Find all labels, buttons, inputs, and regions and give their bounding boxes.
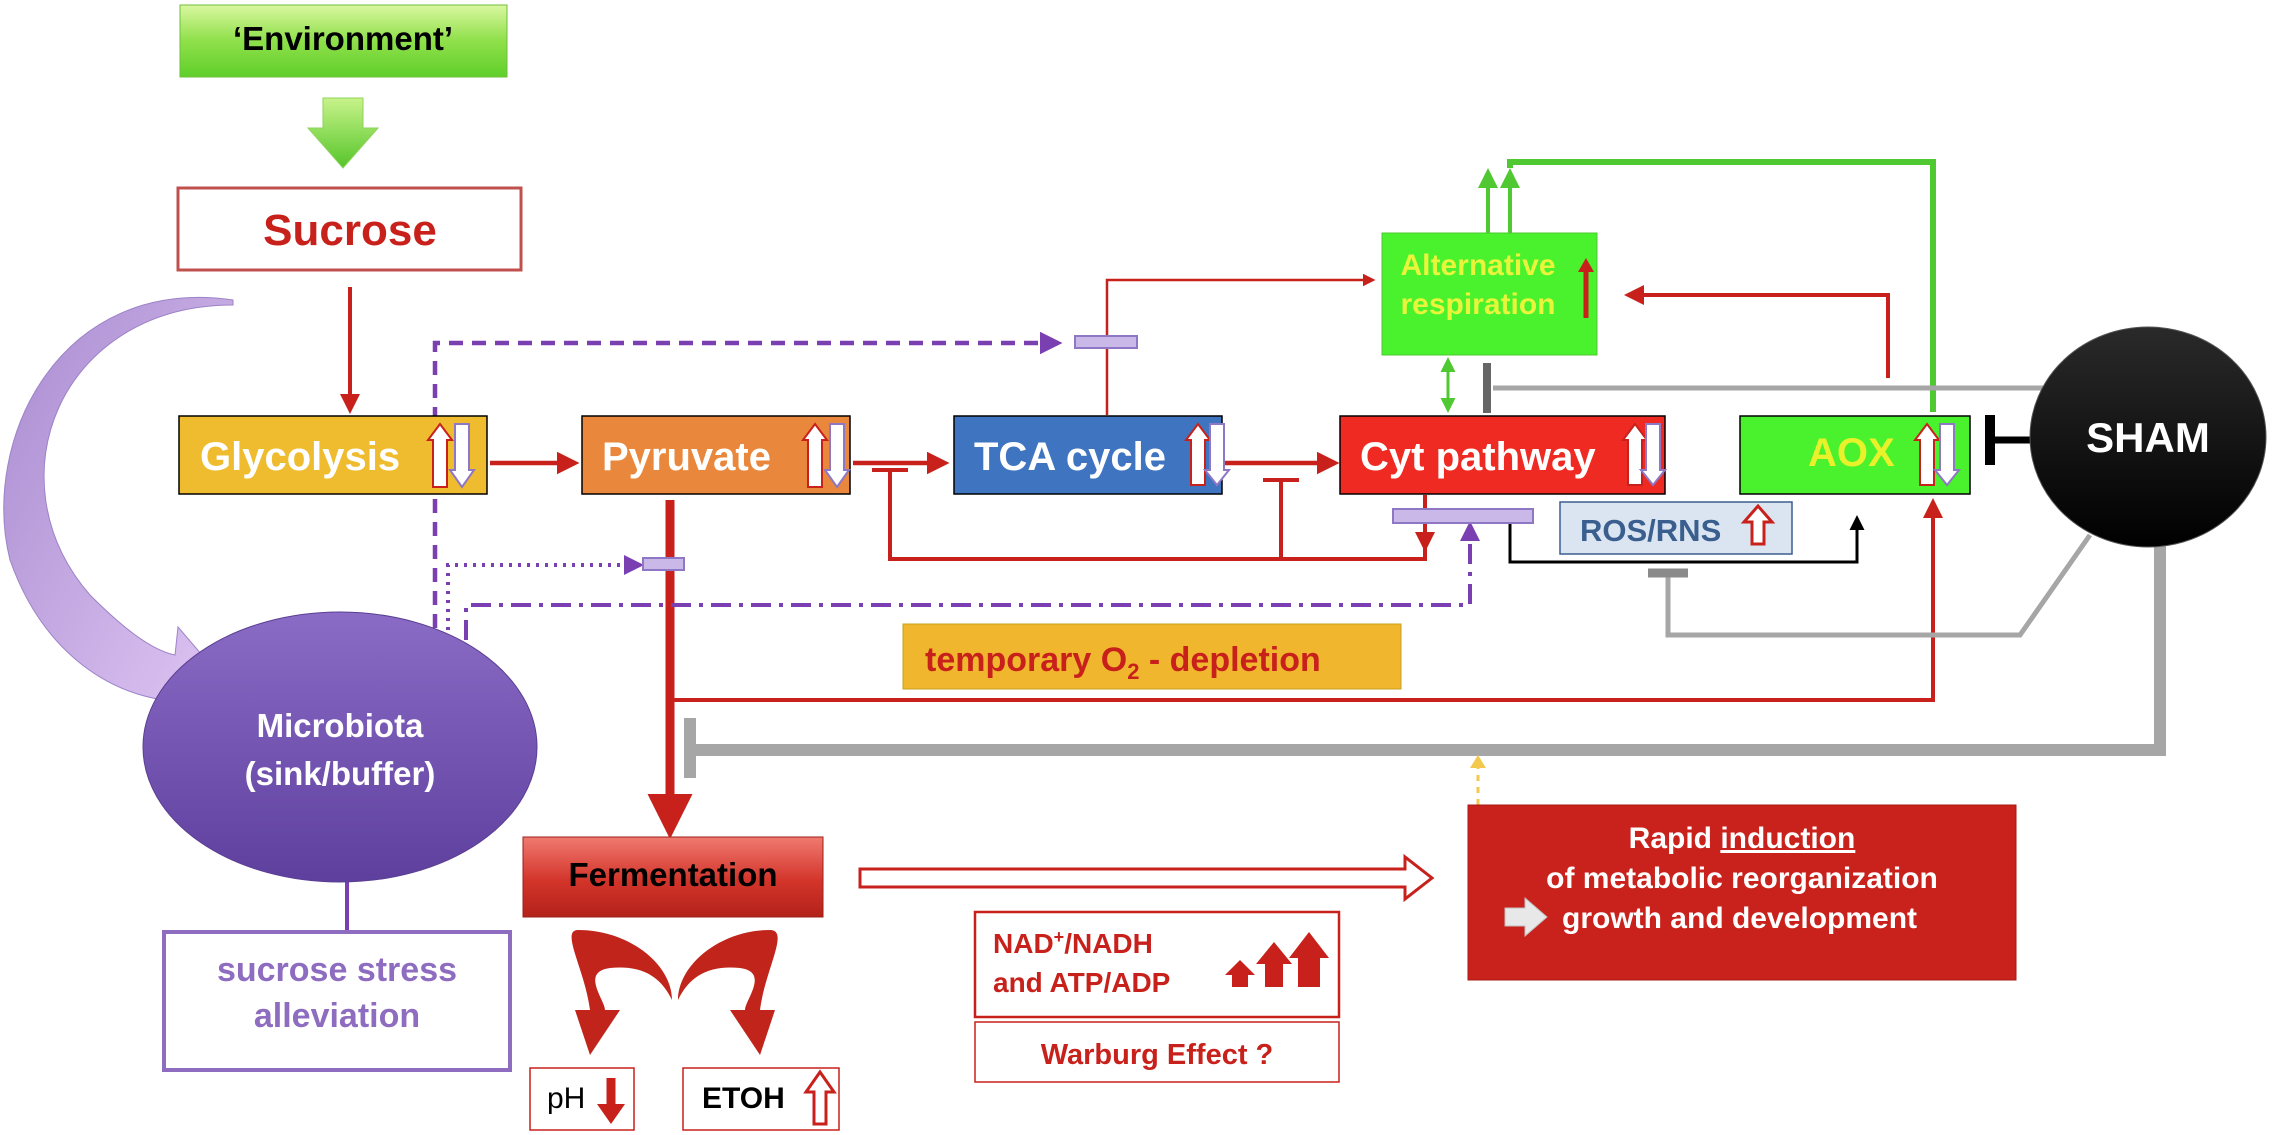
up-arrow-icon <box>803 1069 837 1126</box>
sucrose-stress-node: sucrose stress alleviation <box>162 930 512 1072</box>
purple-dotted-to-pyruvate-inhibitor <box>446 555 644 720</box>
purple-dashed-to-tca-inhibitor <box>432 331 1063 720</box>
sucrose-node: Sucrose <box>176 186 523 272</box>
increasing-up-arrows-icon <box>1225 932 1329 987</box>
pyruvate-node: Pyruvate <box>581 415 851 495</box>
arrow-fermentation-rapid <box>858 853 1435 903</box>
sham-inhibit-fermentation-line <box>690 545 2166 756</box>
up-arrow-icon <box>1740 503 1776 546</box>
arrow-tca-alternative <box>1105 273 1376 415</box>
aox-label: AOX <box>1808 431 1895 475</box>
up-down-arrows-icon <box>1184 422 1232 487</box>
warburg-label: Warburg Effect ? <box>1041 1039 1274 1071</box>
warburg-node: Warburg Effect ? <box>974 1021 1340 1083</box>
down-arrow-icon <box>597 1078 625 1124</box>
right-arrow-icon <box>1504 896 1548 938</box>
glycolysis-label: Glycolysis <box>200 435 400 479</box>
sham-label: SHAM <box>2086 414 2210 461</box>
connectors <box>3 159 2166 1055</box>
fermentation-node: Fermentation <box>522 836 824 918</box>
etoh-label: ETOH <box>702 1082 785 1115</box>
sham-inhibit-alt-bar <box>1481 361 1493 415</box>
o2-depletion-label: temporary O2 - depletion <box>925 641 1321 684</box>
up-down-arrows-icon <box>426 422 476 489</box>
inhibitor-pyruvate-fermentation <box>642 557 685 571</box>
cyt-pathway-label: Cyt pathway <box>1360 435 1596 479</box>
up-down-arrows-icon <box>1621 422 1668 487</box>
sham-node: SHAM <box>2029 326 2267 548</box>
rapid-label-1: Rapid induction <box>1629 822 1856 855</box>
alternative-respiration-node: Alternative respiration <box>1381 232 1598 356</box>
nad-label: NAD+/NADH <box>993 927 1153 959</box>
o2-depletion-node: temporary O2 - depletion <box>902 623 1402 690</box>
up-down-arrows-icon <box>1913 422 1962 487</box>
alternative-label-1: Alternative <box>1400 249 1555 282</box>
sham-to-ros-line <box>1665 533 2093 638</box>
inhibitor-tca-alt <box>1074 335 1138 349</box>
rapid-label-3: growth and development <box>1562 902 1917 935</box>
pyruvate-label: Pyruvate <box>602 435 771 479</box>
fermentation-curve-etoh <box>678 930 778 1055</box>
fermentation-curve-ph <box>571 930 672 1055</box>
environment-arrow-icon <box>306 97 380 169</box>
tca-node: TCA cycle <box>953 415 1223 495</box>
up-down-arrows-icon <box>801 422 851 489</box>
environment-label: ‘Environment’ <box>233 20 453 57</box>
microbiota-label-1: Microbiota <box>257 707 424 744</box>
environment-node: ‘Environment’ <box>179 4 508 78</box>
sucrose-stress-label-1: sucrose stress <box>217 951 457 989</box>
sucrose-stress-label-2: alleviation <box>254 997 420 1035</box>
alternative-label-2: respiration <box>1400 288 1555 321</box>
rapid-induction-node: Rapid induction of metabolic reorganizat… <box>1467 804 2017 981</box>
atp-label: and ATP/ADP <box>993 967 1170 998</box>
microbiota-label-2: (sink/buffer) <box>245 755 436 792</box>
arrow-to-aox <box>670 498 1943 702</box>
rapid-label-2: of metabolic reorganization <box>1546 862 1938 895</box>
tca-label: TCA cycle <box>974 435 1166 479</box>
sucrose-label: Sucrose <box>263 206 437 255</box>
ph-node: pH <box>529 1067 635 1131</box>
nad-atp-node: NAD+/NADH and ATP/ADP <box>973 910 1341 1019</box>
aox-node: AOX <box>1739 415 1971 495</box>
ros-rns-label: ROS/RNS <box>1580 513 1721 548</box>
cyt-pathway-node: Cyt pathway <box>1339 415 1666 495</box>
aox-green-loop <box>1507 159 1936 412</box>
ph-label: pH <box>547 1082 585 1115</box>
up-arrow-icon <box>1578 258 1594 318</box>
purple-dashdot-to-cyt <box>464 521 1480 720</box>
arrow-cyt-ros-aox <box>1508 515 1865 564</box>
fermentation-label: Fermentation <box>568 856 777 893</box>
arrow-aox-alternative <box>1624 285 1890 378</box>
microbiota-node: Microbiota (sink/buffer) <box>142 611 538 883</box>
inhibitor-cyt <box>1392 508 1534 524</box>
